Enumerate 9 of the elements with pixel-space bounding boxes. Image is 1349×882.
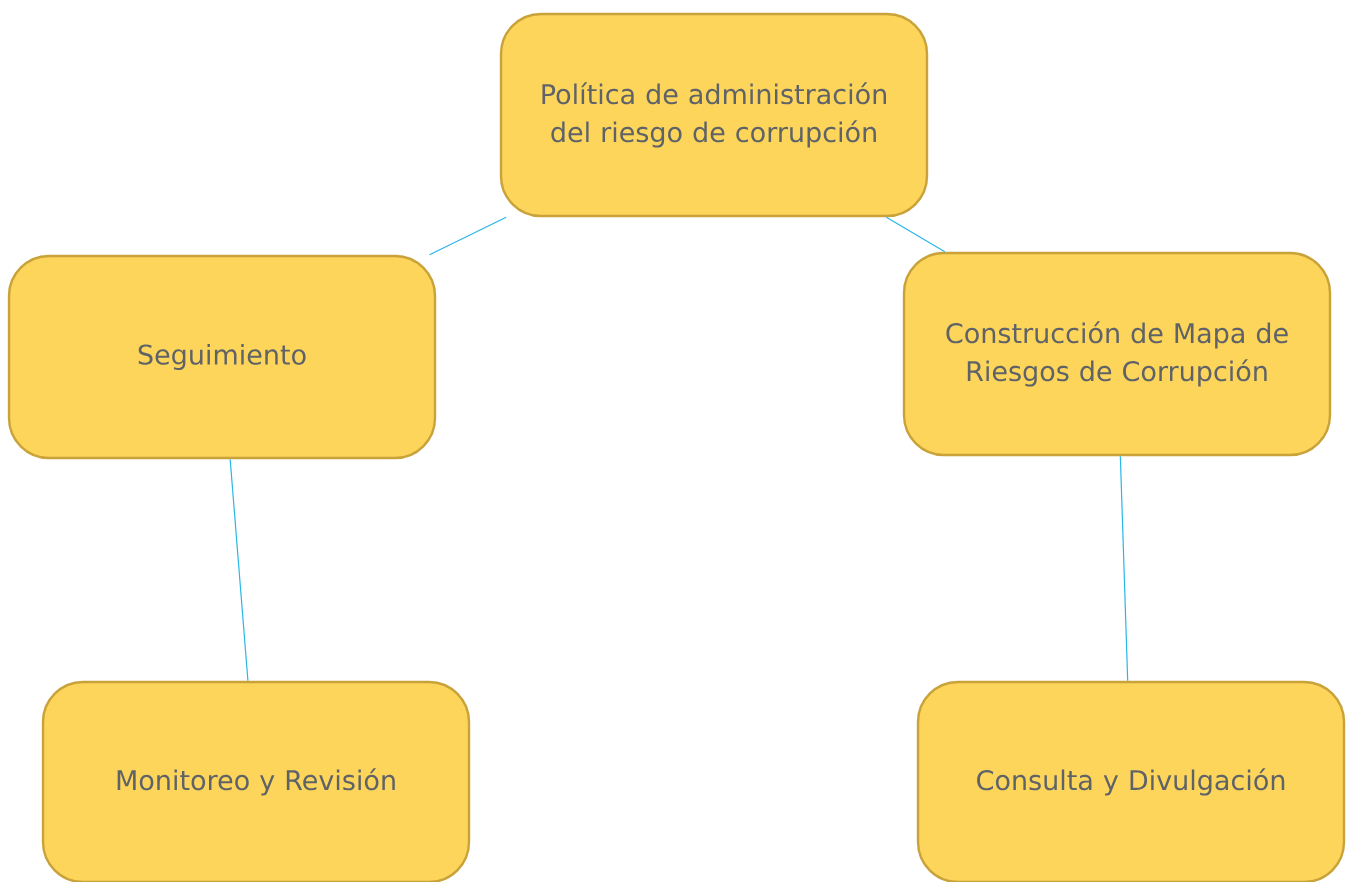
process-box: Seguimiento — [7, 254, 437, 460]
process-box: Consulta y Divulgación — [916, 680, 1346, 882]
connector-line — [229, 458, 249, 682]
process-box: Construcción de Mapa de Riesgos de Corrupción — [902, 251, 1332, 457]
connector-line — [428, 216, 507, 256]
process-box: Política de administración del riesgo de corrupción — [499, 12, 929, 218]
connector-line — [1119, 455, 1129, 682]
connector-line — [885, 216, 946, 253]
process-box: Monitoreo y Revisión — [41, 680, 471, 882]
